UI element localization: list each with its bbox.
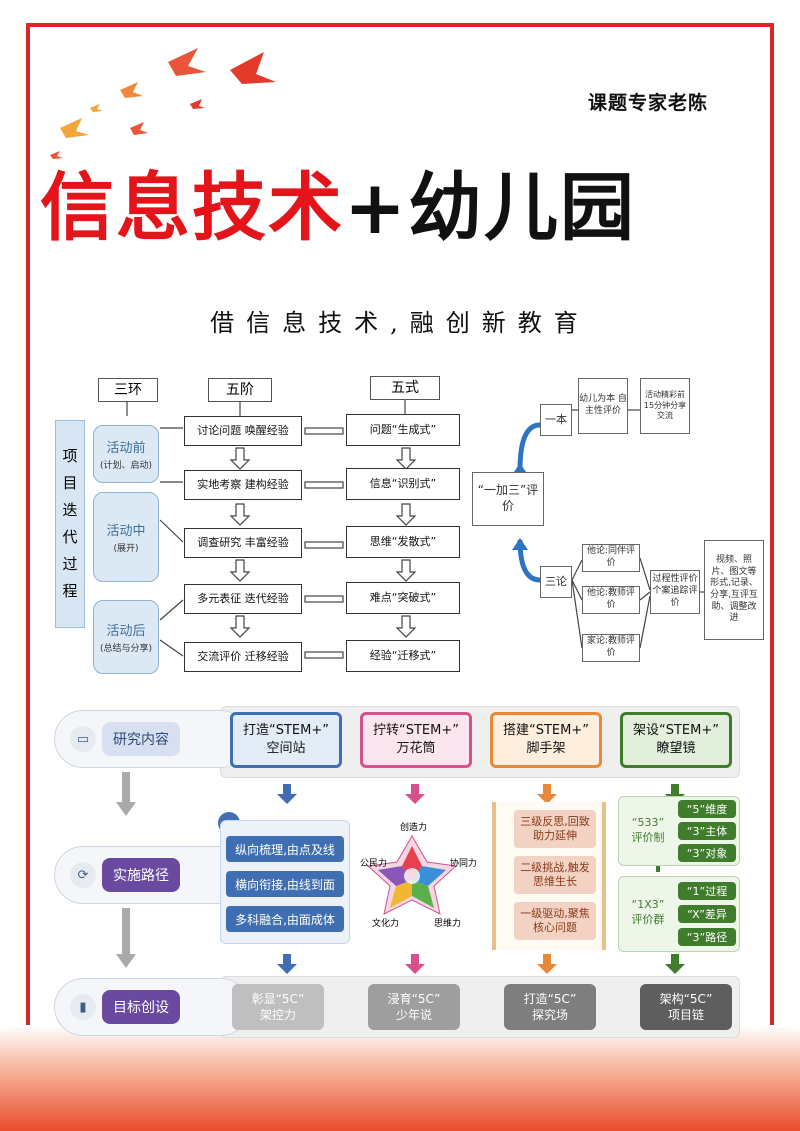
style-4: 难点“突破式” — [346, 582, 460, 614]
three-item-2: 他论:教师评价 — [582, 586, 640, 614]
three-label: 三论 — [540, 566, 572, 598]
stage-during: 活动中(展开) — [93, 492, 159, 582]
bottom-decoration — [0, 1025, 800, 1131]
goal-box-2: 浸育“5C” 少年说 — [368, 984, 460, 1030]
style-2: 信息“识别式” — [346, 468, 460, 500]
green-right-a1: “5”维度 — [678, 800, 736, 818]
center-evaluation: “一加三”评价 — [472, 472, 544, 526]
page-subtitle: 借信息技术,融创新教育 — [210, 309, 590, 337]
one-box-2: 活动精彩前 15分钟分享 交流 — [640, 378, 690, 434]
star-label-5: 公民力 — [360, 859, 388, 869]
three-item-3: 家论:教师评价 — [582, 634, 640, 662]
green-left-2: “1X3” 评价群 — [631, 898, 665, 926]
green-left-1: “533” 评价制 — [631, 816, 665, 844]
refresh-icon: ⟳ — [70, 862, 96, 888]
flow-connectors — [126, 400, 710, 659]
goal-box-3: 打造“5C” 探究场 — [504, 984, 596, 1030]
stem-box-3: 搭建“STEM+” 脚手架 — [490, 712, 602, 768]
header-five-stages: 五阶 — [208, 378, 272, 402]
three-mid: 过程性评价 个案追踪评价 — [650, 570, 700, 614]
bird-icon — [60, 118, 89, 138]
orange-box-2: 二级挑战,触发思维生长 — [514, 856, 596, 894]
bird-icon — [120, 82, 143, 98]
row-label-goal: 目标创设 — [102, 990, 180, 1024]
style-1: 问题“生成式” — [346, 414, 460, 446]
green-right-b3: “3”路径 — [678, 928, 736, 946]
bird-icon — [130, 122, 148, 135]
orange-box-1: 三级反思,回致助力延伸 — [514, 810, 596, 848]
bird-icon — [50, 151, 63, 159]
monitor-icon: ▭ — [70, 726, 96, 752]
step-3: 调查研究 丰富经验 — [184, 528, 302, 558]
orange-box-3: 一级驱动,聚焦核心问题 — [514, 902, 596, 940]
title-red: 信息技术 — [40, 165, 344, 251]
stem-box-2: 拧转“STEM+” 万花筒 — [360, 712, 472, 768]
stem-box-4: 架设“STEM+” 瞭望镜 — [620, 712, 732, 768]
star-label-4: 文化力 — [372, 919, 400, 929]
author-label: 课题专家老陈 — [588, 92, 709, 114]
green-right-a3: “3”对象 — [678, 844, 736, 862]
header-three-rings: 三环 — [98, 378, 158, 402]
goal-box-4: 架构“5C” 项目链 — [640, 984, 732, 1030]
bar-chart-icon: ▮ — [70, 994, 96, 1020]
title-black: +幼儿园 — [344, 165, 637, 251]
three-item-1: 他论:同伴评价 — [582, 544, 640, 572]
competency-star — [366, 834, 458, 915]
bird-icon — [90, 104, 103, 112]
star-label-1: 创造力 — [400, 823, 428, 833]
blue-row-1: 纵向梳理,由点及线 — [226, 836, 344, 862]
side-label-project-iteration: 项 目 迭 代 过 程 — [55, 420, 85, 628]
one-label: 一本 — [540, 404, 572, 436]
row-label-path: 实施路径 — [102, 858, 180, 892]
step-1: 讨论问题 唤醒经验 — [184, 416, 302, 446]
row-label-research: 研究内容 — [102, 722, 180, 756]
stage-after: 活动后(总结与分享) — [93, 600, 159, 674]
star-label-3: 思维力 — [434, 919, 462, 929]
style-3: 思维“发散式” — [346, 526, 460, 558]
blue-row-2: 横向衔接,由线到面 — [226, 871, 344, 897]
stem-box-1: 打造“STEM+” 空间站 — [230, 712, 342, 768]
bird-icon — [190, 99, 205, 109]
green-right-a2: “3”主体 — [678, 822, 736, 840]
bird-icon — [230, 52, 276, 84]
birds-decoration — [50, 48, 276, 159]
green-right-b1: “1”过程 — [678, 882, 736, 900]
page-title: 信息技术+幼儿园 — [40, 158, 636, 258]
three-right: 视频、照片、图文等形式,记录、分享,互评互助、调整改进 — [704, 540, 764, 640]
star-label-2: 协同力 — [450, 859, 478, 869]
blue-row-3: 多科融合,由面成体 — [226, 906, 344, 932]
bird-icon — [168, 48, 206, 76]
step-4: 多元表征 迭代经验 — [184, 584, 302, 614]
goal-box-1: 彰显“5C” 架控力 — [232, 984, 324, 1030]
green-right-b2: “X”差异 — [678, 905, 736, 923]
step-2: 实地考察 建构经验 — [184, 470, 302, 500]
step-5: 交流评价 迁移经验 — [184, 642, 302, 672]
stage-before: 活动前(计划、启动) — [93, 425, 159, 483]
one-box-1: 幼儿为本 自主性评价 — [578, 378, 628, 434]
header-five-styles: 五式 — [370, 376, 440, 400]
style-5: 经验“迁移式” — [346, 640, 460, 672]
